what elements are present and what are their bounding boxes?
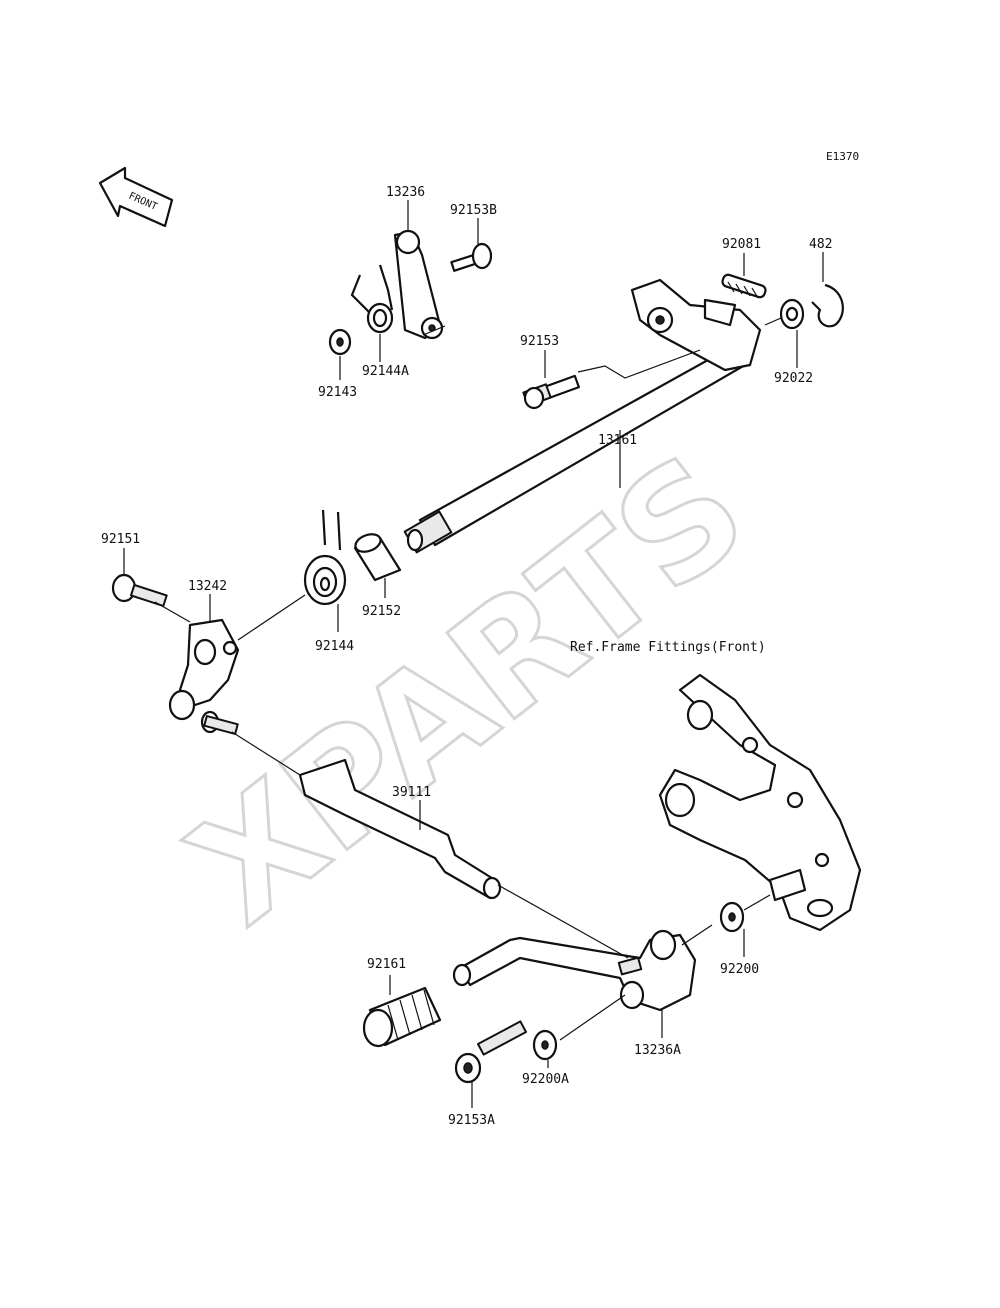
- label-92153A: 92153A: [448, 1113, 495, 1128]
- label-13236: 13236: [386, 185, 425, 200]
- bolt-92153A: [454, 1020, 528, 1084]
- rubber-92161: [362, 986, 442, 1048]
- collar-92143: [328, 328, 352, 356]
- bolt-92153B: [450, 242, 493, 272]
- spring-92144: [303, 509, 347, 606]
- front-arrow-icon: FRONT: [98, 166, 174, 228]
- label-482: 482: [809, 237, 832, 252]
- spring-92081: [721, 273, 767, 299]
- label-92153B: 92153B: [450, 203, 497, 218]
- label-92144: 92144: [315, 639, 354, 654]
- shift-arm-13236: [393, 229, 444, 340]
- washer-92200: [719, 901, 745, 933]
- diagram-code: E1370: [826, 150, 859, 163]
- shift-lever-13242: [168, 618, 240, 735]
- label-92200A: 92200A: [522, 1072, 569, 1087]
- bolt-92153: [522, 374, 581, 410]
- bolt-92151: [111, 573, 168, 607]
- label-13242: 13242: [188, 579, 227, 594]
- label-13161: 13161: [598, 433, 637, 448]
- label-92200: 92200: [720, 962, 759, 977]
- leader-lines: [123, 200, 824, 1108]
- tie-rod-39111: [298, 758, 502, 900]
- label-92081: 92081: [722, 237, 761, 252]
- label-92151: 92151: [101, 532, 140, 547]
- spring-92144A: [350, 264, 394, 334]
- label-13236A: 13236A: [634, 1043, 681, 1058]
- shift-shaft-13161: [403, 278, 762, 554]
- washer-92200A: [532, 1029, 558, 1061]
- label-92144A: 92144A: [362, 364, 409, 379]
- frame-fitting: [658, 673, 862, 932]
- shift-pedal-13236A: [452, 929, 697, 1012]
- label-92153: 92153: [520, 334, 559, 349]
- label-39111: 39111: [392, 785, 431, 800]
- label-92143: 92143: [318, 385, 357, 400]
- circlip-482: [811, 283, 844, 328]
- label-92022: 92022: [774, 371, 813, 386]
- label-92152: 92152: [362, 604, 401, 619]
- label-92161: 92161: [367, 957, 406, 972]
- part-labels: 13236 92153B 92081 482 92153 92022 92144…: [101, 185, 832, 1128]
- label-ref-frame-fittings: Ref.Frame Fittings(Front): [570, 640, 766, 655]
- collar-92152: [353, 533, 402, 582]
- washer-92022: [779, 298, 805, 330]
